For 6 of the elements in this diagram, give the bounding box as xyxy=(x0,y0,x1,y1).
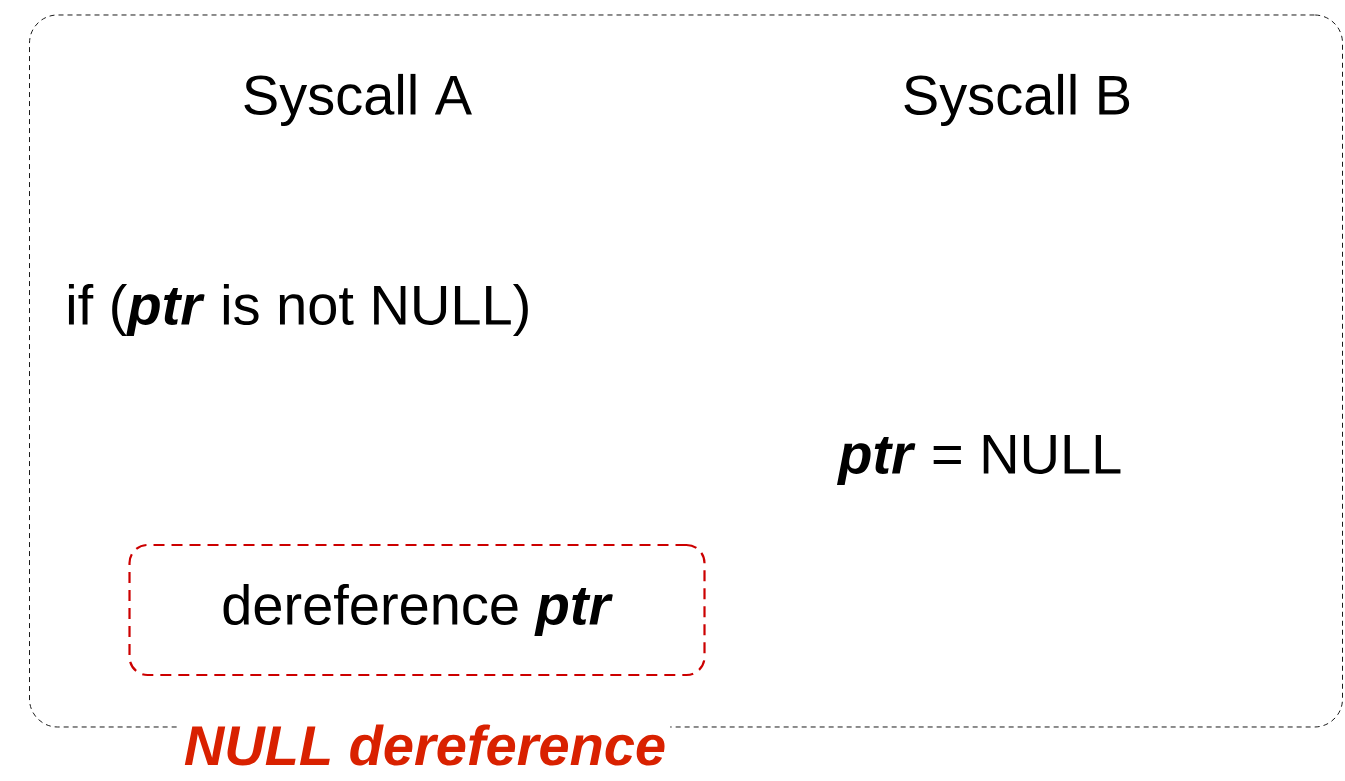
column-heading: Syscall A xyxy=(244,73,472,127)
code-line: if (ptr is not NULL) xyxy=(68,283,528,337)
code-line: dereference ptr xyxy=(223,583,613,637)
column-heading: Syscall B xyxy=(904,73,1130,127)
code-line: ptr = NULL xyxy=(837,434,1121,486)
warning-label: NULL dereference xyxy=(179,720,671,770)
